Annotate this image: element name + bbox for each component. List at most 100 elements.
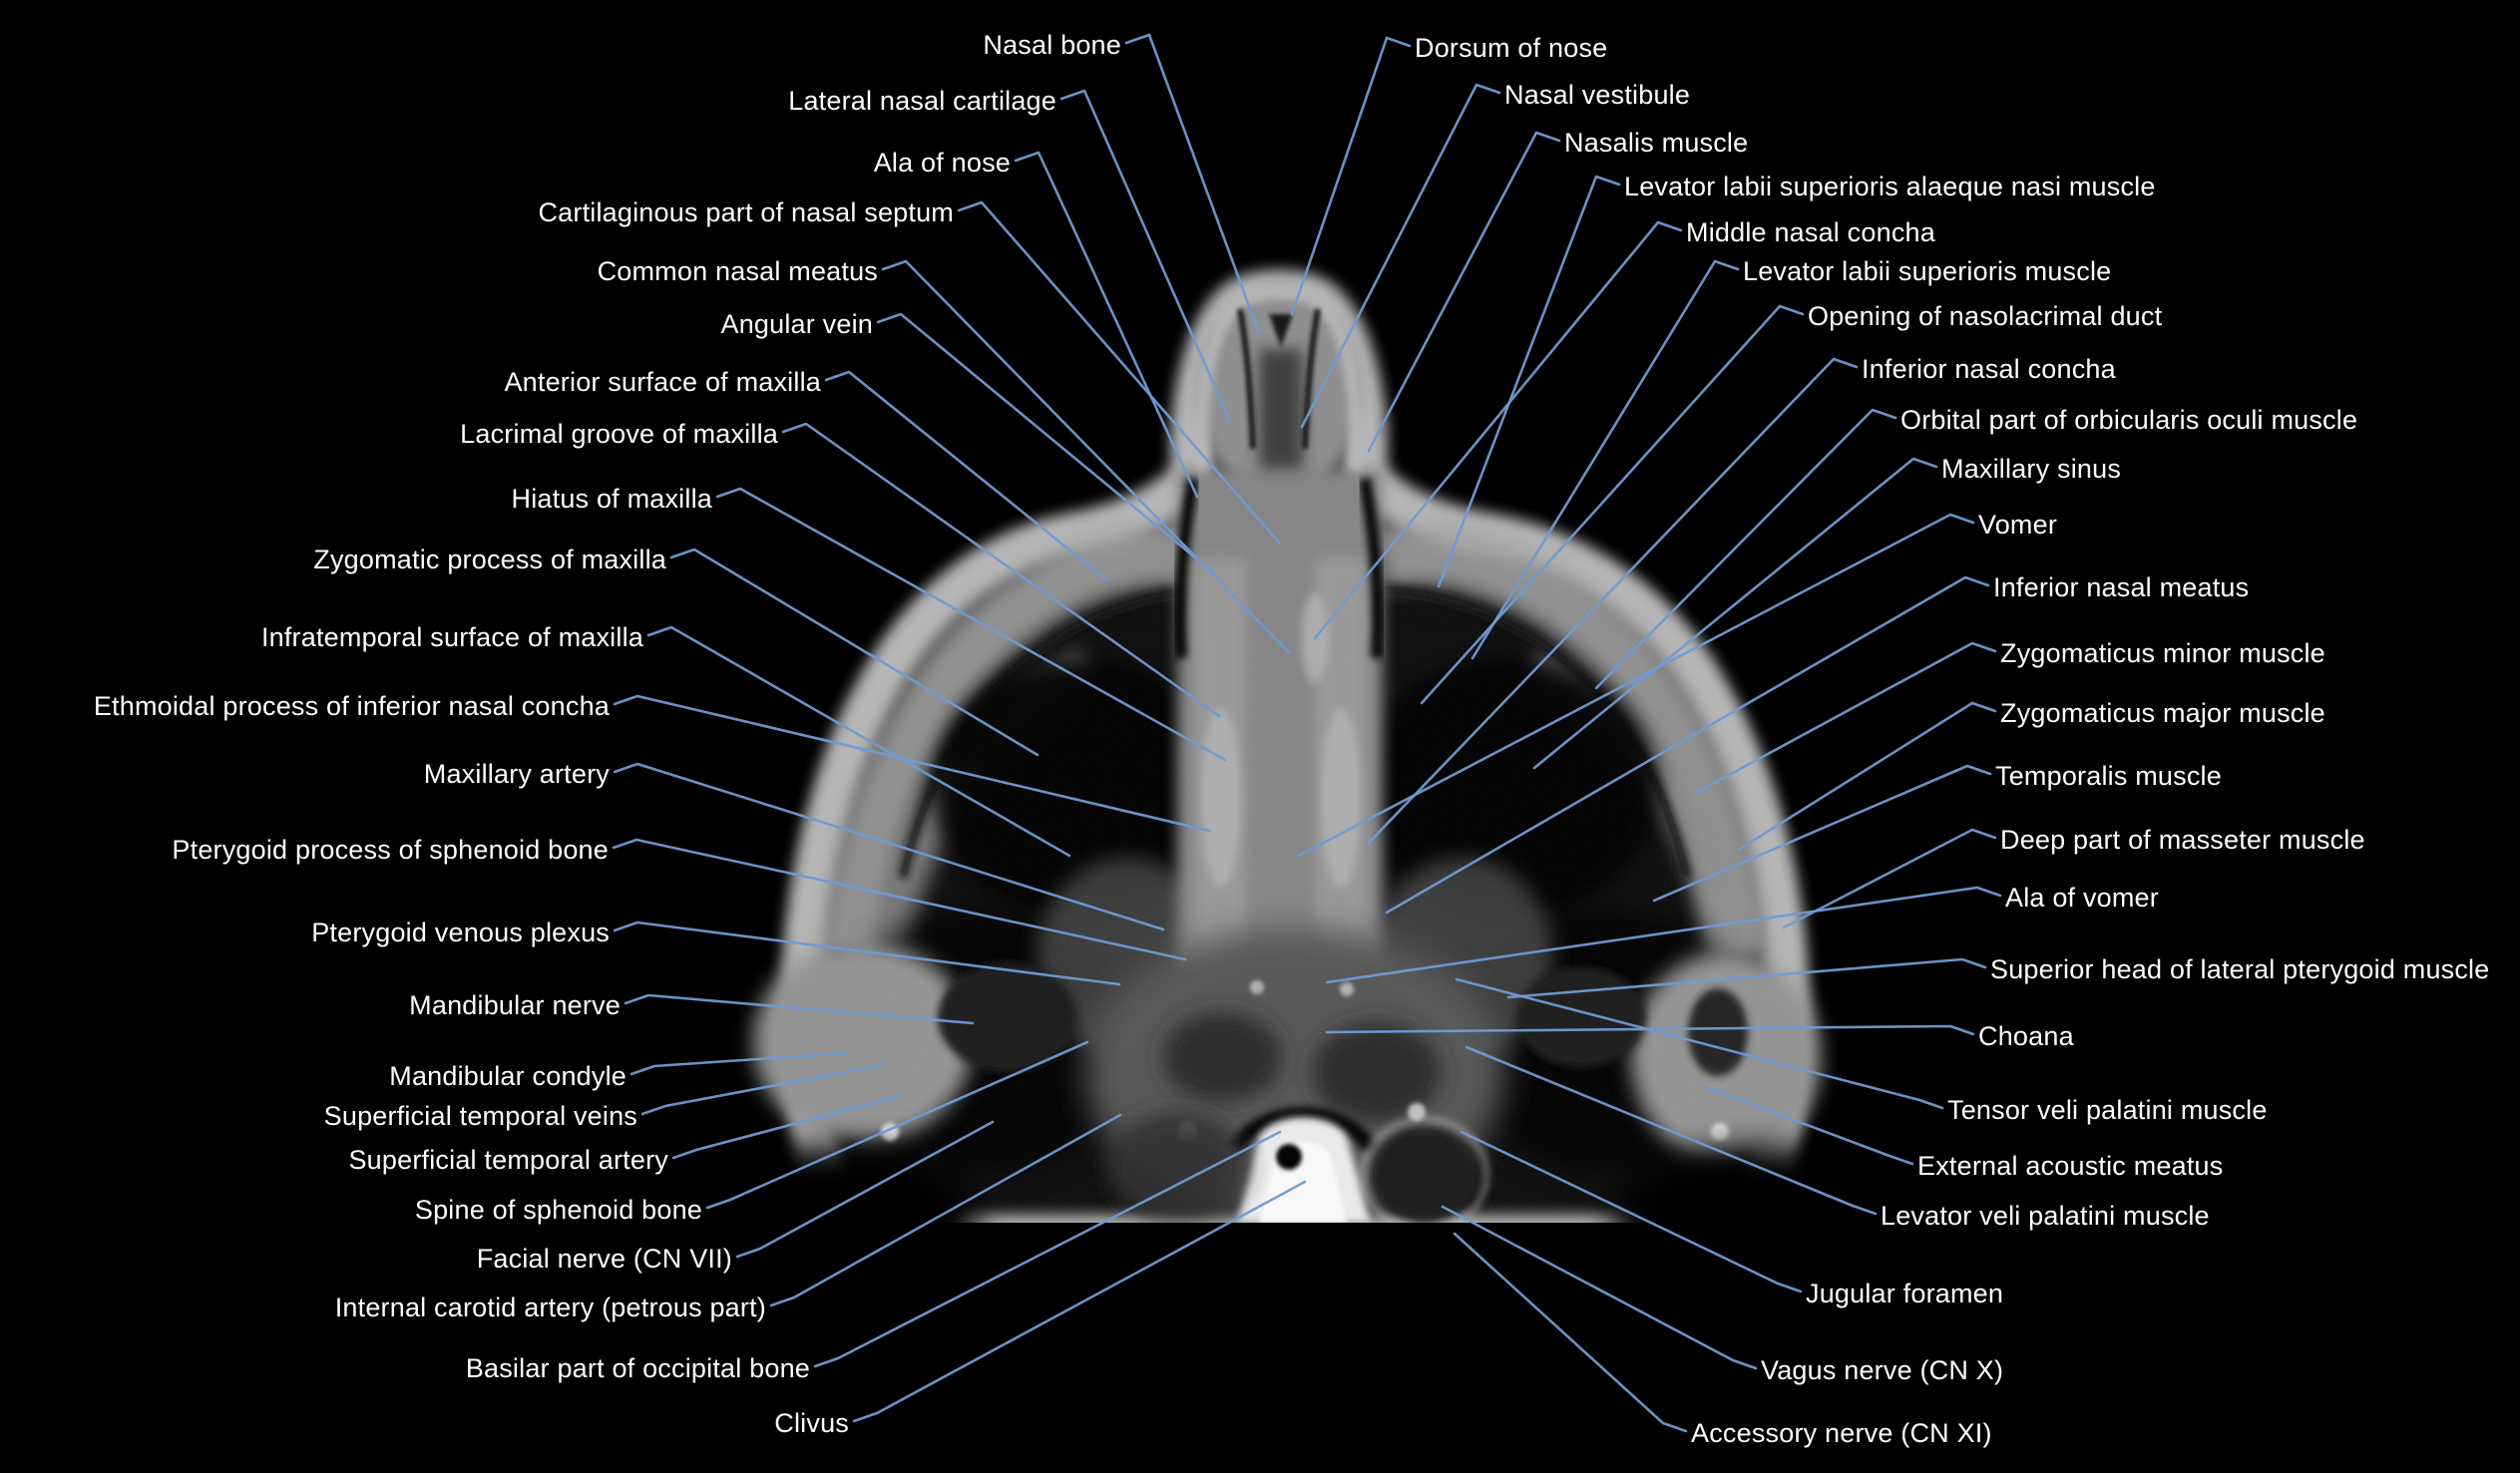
leader-line-ethmoidal-process-of-inferior-nasal-concha [613,694,1211,833]
label-text-maxillary-artery: Maxillary artery [424,759,611,789]
leader-line-temporalis-muscle [1652,764,1992,903]
leader-line-mandibular-condyle [630,1051,848,1076]
label-group-inferior-nasal-concha: Inferior nasal concha [1367,354,2117,845]
label-text-inferior-nasal-concha: Inferior nasal concha [1862,354,2117,384]
label-text-common-nasal-meatus: Common nasal meatus [598,256,878,286]
label-group-deep-part-of-masseter-muscle: Deep part of masseter muscle [1782,825,2365,929]
label-group-angular-vein: Angular vein [721,309,1215,574]
label-text-spine-of-sphenoid-bone: Spine of sphenoid bone [415,1195,702,1225]
leader-line-vomer [1297,513,1975,858]
label-group-nasal-bone: Nasal bone [983,30,1261,335]
leader-line-internal-carotid-artery-petrous-part [769,1113,1122,1307]
label-text-orbital-part-of-orbicularis-oculi-muscle: Orbital part of orbicularis oculi muscle [1900,405,2357,435]
label-text-superficial-temporal-veins: Superficial temporal veins [324,1101,637,1131]
label-group-superficial-temporal-veins: Superficial temporal veins [324,1063,885,1131]
leader-line-spine-of-sphenoid-bone [705,1040,1089,1210]
label-group-pterygoid-process-of-sphenoid-bone: Pterygoid process of sphenoid bone [172,835,1187,961]
label-text-superficial-temporal-artery: Superficial temporal artery [348,1145,668,1175]
label-group-middle-nasal-concha: Middle nasal concha [1313,217,1936,640]
leader-line-levator-labii-superioris-alaeque-nasi-muscle [1437,175,1621,588]
label-group-mandibular-condyle: Mandibular condyle [389,1051,848,1091]
leader-line-superficial-temporal-artery [671,1093,905,1160]
label-text-angular-vein: Angular vein [721,309,874,339]
label-text-ala-of-nose: Ala of nose [874,148,1011,178]
label-text-accessory-nerve-cn-xi: Accessory nerve (CN XI) [1691,1418,1992,1448]
label-group-inferior-nasal-meatus: Inferior nasal meatus [1385,572,2249,915]
leader-line-opening-of-nasolacrimal-duct [1420,304,1805,705]
label-group-jugular-foramen: Jugular foramen [1460,1130,2003,1308]
label-group-ethmoidal-process-of-inferior-nasal-concha: Ethmoidal process of inferior nasal conc… [94,691,1211,833]
leader-line-superficial-temporal-veins [640,1063,885,1116]
leader-line-inferior-nasal-concha [1367,357,1859,845]
label-group-lateral-nasal-cartilage: Lateral nasal cartilage [788,86,1231,421]
label-text-opening-of-nasolacrimal-duct: Opening of nasolacrimal duct [1808,301,2163,331]
leader-line-levator-labii-superioris-muscle [1470,259,1740,660]
label-group-ala-of-vomer: Ala of vomer [1325,883,2159,984]
label-group-nasal-vestibule: Nasal vestibule [1300,80,1690,429]
leader-line-ala-of-vomer [1325,886,2002,984]
leader-line-lacrimal-groove-of-maxilla [781,422,1221,718]
label-group-basilar-part-of-occipital-bone: Basilar part of occipital bone [466,1130,1282,1383]
leader-line-lateral-nasal-cartilage [1059,89,1231,421]
leader-line-choana [1325,1024,1975,1036]
leader-line-nasal-vestibule [1300,83,1501,429]
label-text-nasal-bone: Nasal bone [983,30,1121,60]
label-text-anterior-surface-of-maxilla: Anterior surface of maxilla [504,367,821,397]
leader-line-common-nasal-meatus [881,259,1292,655]
leader-line-facial-nerve-cn-vii [735,1120,995,1259]
label-group-levator-veli-palatini-muscle: Levator veli palatini muscle [1465,1045,2210,1231]
label-text-ethmoidal-process-of-inferior-nasal-concha: Ethmoidal process of inferior nasal conc… [94,691,611,721]
leader-line-cartilaginous-part-of-nasal-septum [957,200,1282,546]
label-text-facial-nerve-cn-vii: Facial nerve (CN VII) [477,1244,732,1274]
label-group-vomer: Vomer [1297,510,2057,858]
label-text-middle-nasal-concha: Middle nasal concha [1686,217,1936,247]
leader-line-nasal-bone [1124,33,1261,335]
label-text-choana: Choana [1978,1021,2075,1051]
label-text-jugular-foramen: Jugular foramen [1806,1279,2003,1308]
leader-line-hiatus-of-maxilla [715,487,1227,762]
label-text-tensor-veli-palatini-muscle: Tensor veli palatini muscle [1947,1095,2268,1125]
label-text-vomer: Vomer [1978,510,2057,540]
scan-bottom-crop [0,1223,2520,1473]
label-text-lateral-nasal-cartilage: Lateral nasal cartilage [788,86,1056,116]
label-group-cartilaginous-part-of-nasal-septum: Cartilaginous part of nasal septum [538,197,1282,546]
label-text-zygomatic-process-of-maxilla: Zygomatic process of maxilla [313,545,666,574]
label-text-hiatus-of-maxilla: Hiatus of maxilla [512,484,713,514]
label-group-pterygoid-venous-plexus: Pterygoid venous plexus [311,918,1121,986]
label-text-mandibular-nerve: Mandibular nerve [409,990,621,1020]
leader-line-middle-nasal-concha [1313,220,1683,640]
label-text-deep-part-of-masseter-muscle: Deep part of masseter muscle [2000,825,2365,855]
label-text-inferior-nasal-meatus: Inferior nasal meatus [1993,572,2249,602]
leader-line-jugular-foramen [1460,1130,1803,1293]
label-group-choana: Choana [1325,1021,2075,1051]
label-group-ala-of-nose: Ala of nose [874,148,1199,499]
label-text-lacrimal-groove-of-maxilla: Lacrimal groove of maxilla [460,419,779,449]
label-group-nasalis-muscle: Nasalis muscle [1367,128,1748,453]
label-group-superficial-temporal-artery: Superficial temporal artery [348,1093,905,1175]
leader-line-zygomaticus-minor-muscle [1694,641,1997,795]
leader-line-mandibular-nerve [624,993,975,1025]
label-text-levator-veli-palatini-muscle: Levator veli palatini muscle [1881,1201,2210,1231]
label-group-spine-of-sphenoid-bone: Spine of sphenoid bone [415,1040,1089,1225]
label-group-accessory-nerve-cn-xi: Accessory nerve (CN XI) [1453,1232,1992,1448]
label-text-dorsum-of-nose: Dorsum of nose [1415,33,1607,63]
leader-line-vagus-nerve-cn-x [1441,1205,1758,1370]
label-group-vagus-nerve-cn-x: Vagus nerve (CN X) [1441,1205,2003,1385]
label-group-maxillary-artery: Maxillary artery [424,759,1165,931]
leader-line-pterygoid-process-of-sphenoid-bone [612,838,1187,961]
leader-line-deep-part-of-masseter-muscle [1782,828,1997,929]
label-group-infratemporal-surface-of-maxilla: Infratemporal surface of maxilla [261,622,1071,858]
label-group-dorsum-of-nose: Dorsum of nose [1290,33,1607,316]
label-group-internal-carotid-artery-petrous-part: Internal carotid artery (petrous part) [335,1113,1122,1322]
leader-line-ala-of-nose [1014,151,1199,499]
leader-line-inferior-nasal-meatus [1385,575,1990,915]
label-group-hiatus-of-maxilla: Hiatus of maxilla [512,484,1227,762]
label-group-zygomaticus-minor-muscle: Zygomaticus minor muscle [1694,638,2325,795]
leader-line-nasalis-muscle [1367,131,1561,453]
leader-line-angular-vein [876,312,1215,574]
label-text-ala-of-vomer: Ala of vomer [2005,883,2159,913]
label-group-orbital-part-of-orbicularis-oculi-muscle: Orbital part of orbicularis oculi muscle [1594,405,2357,690]
